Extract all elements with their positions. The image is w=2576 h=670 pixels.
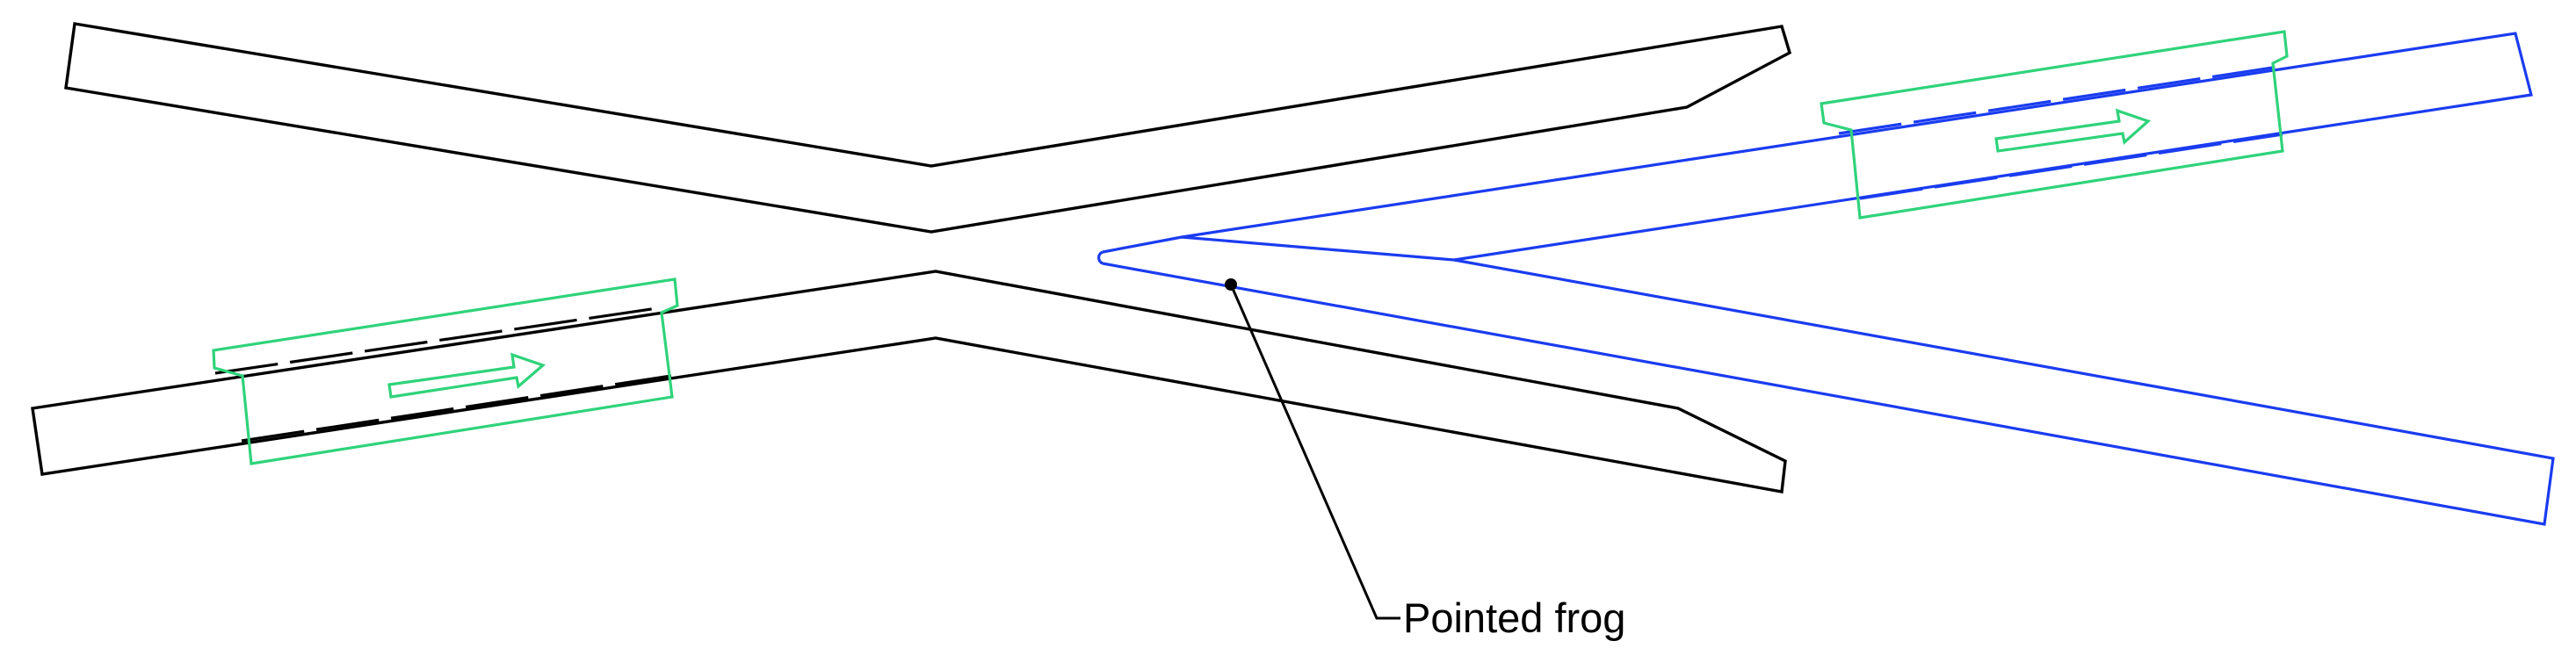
frog-nose-tip xyxy=(1097,250,1103,265)
lower-wing-rail xyxy=(31,270,1787,493)
left-vehicle-outline xyxy=(212,277,679,465)
upper-wing-rail xyxy=(64,22,1792,234)
right-vehicle-lower-guide xyxy=(1859,133,2283,200)
right-vehicle-upper-guide xyxy=(1838,64,2285,135)
left-vehicle-lower-guide xyxy=(241,374,672,443)
frog-nose-rail-lower xyxy=(1102,235,2555,526)
pointed-frog-leader-line xyxy=(1229,284,1400,620)
pointed-frog-label: Pointed frog xyxy=(1403,594,1625,641)
pointed-frog-marker-dot xyxy=(1225,278,1237,291)
left-vehicle-direction-arrow xyxy=(387,352,546,399)
frog-nose-rail-upper xyxy=(1102,32,2533,262)
right-vehicle-direction-arrow xyxy=(1994,108,2152,153)
right-vehicle-outline xyxy=(1820,30,2289,220)
